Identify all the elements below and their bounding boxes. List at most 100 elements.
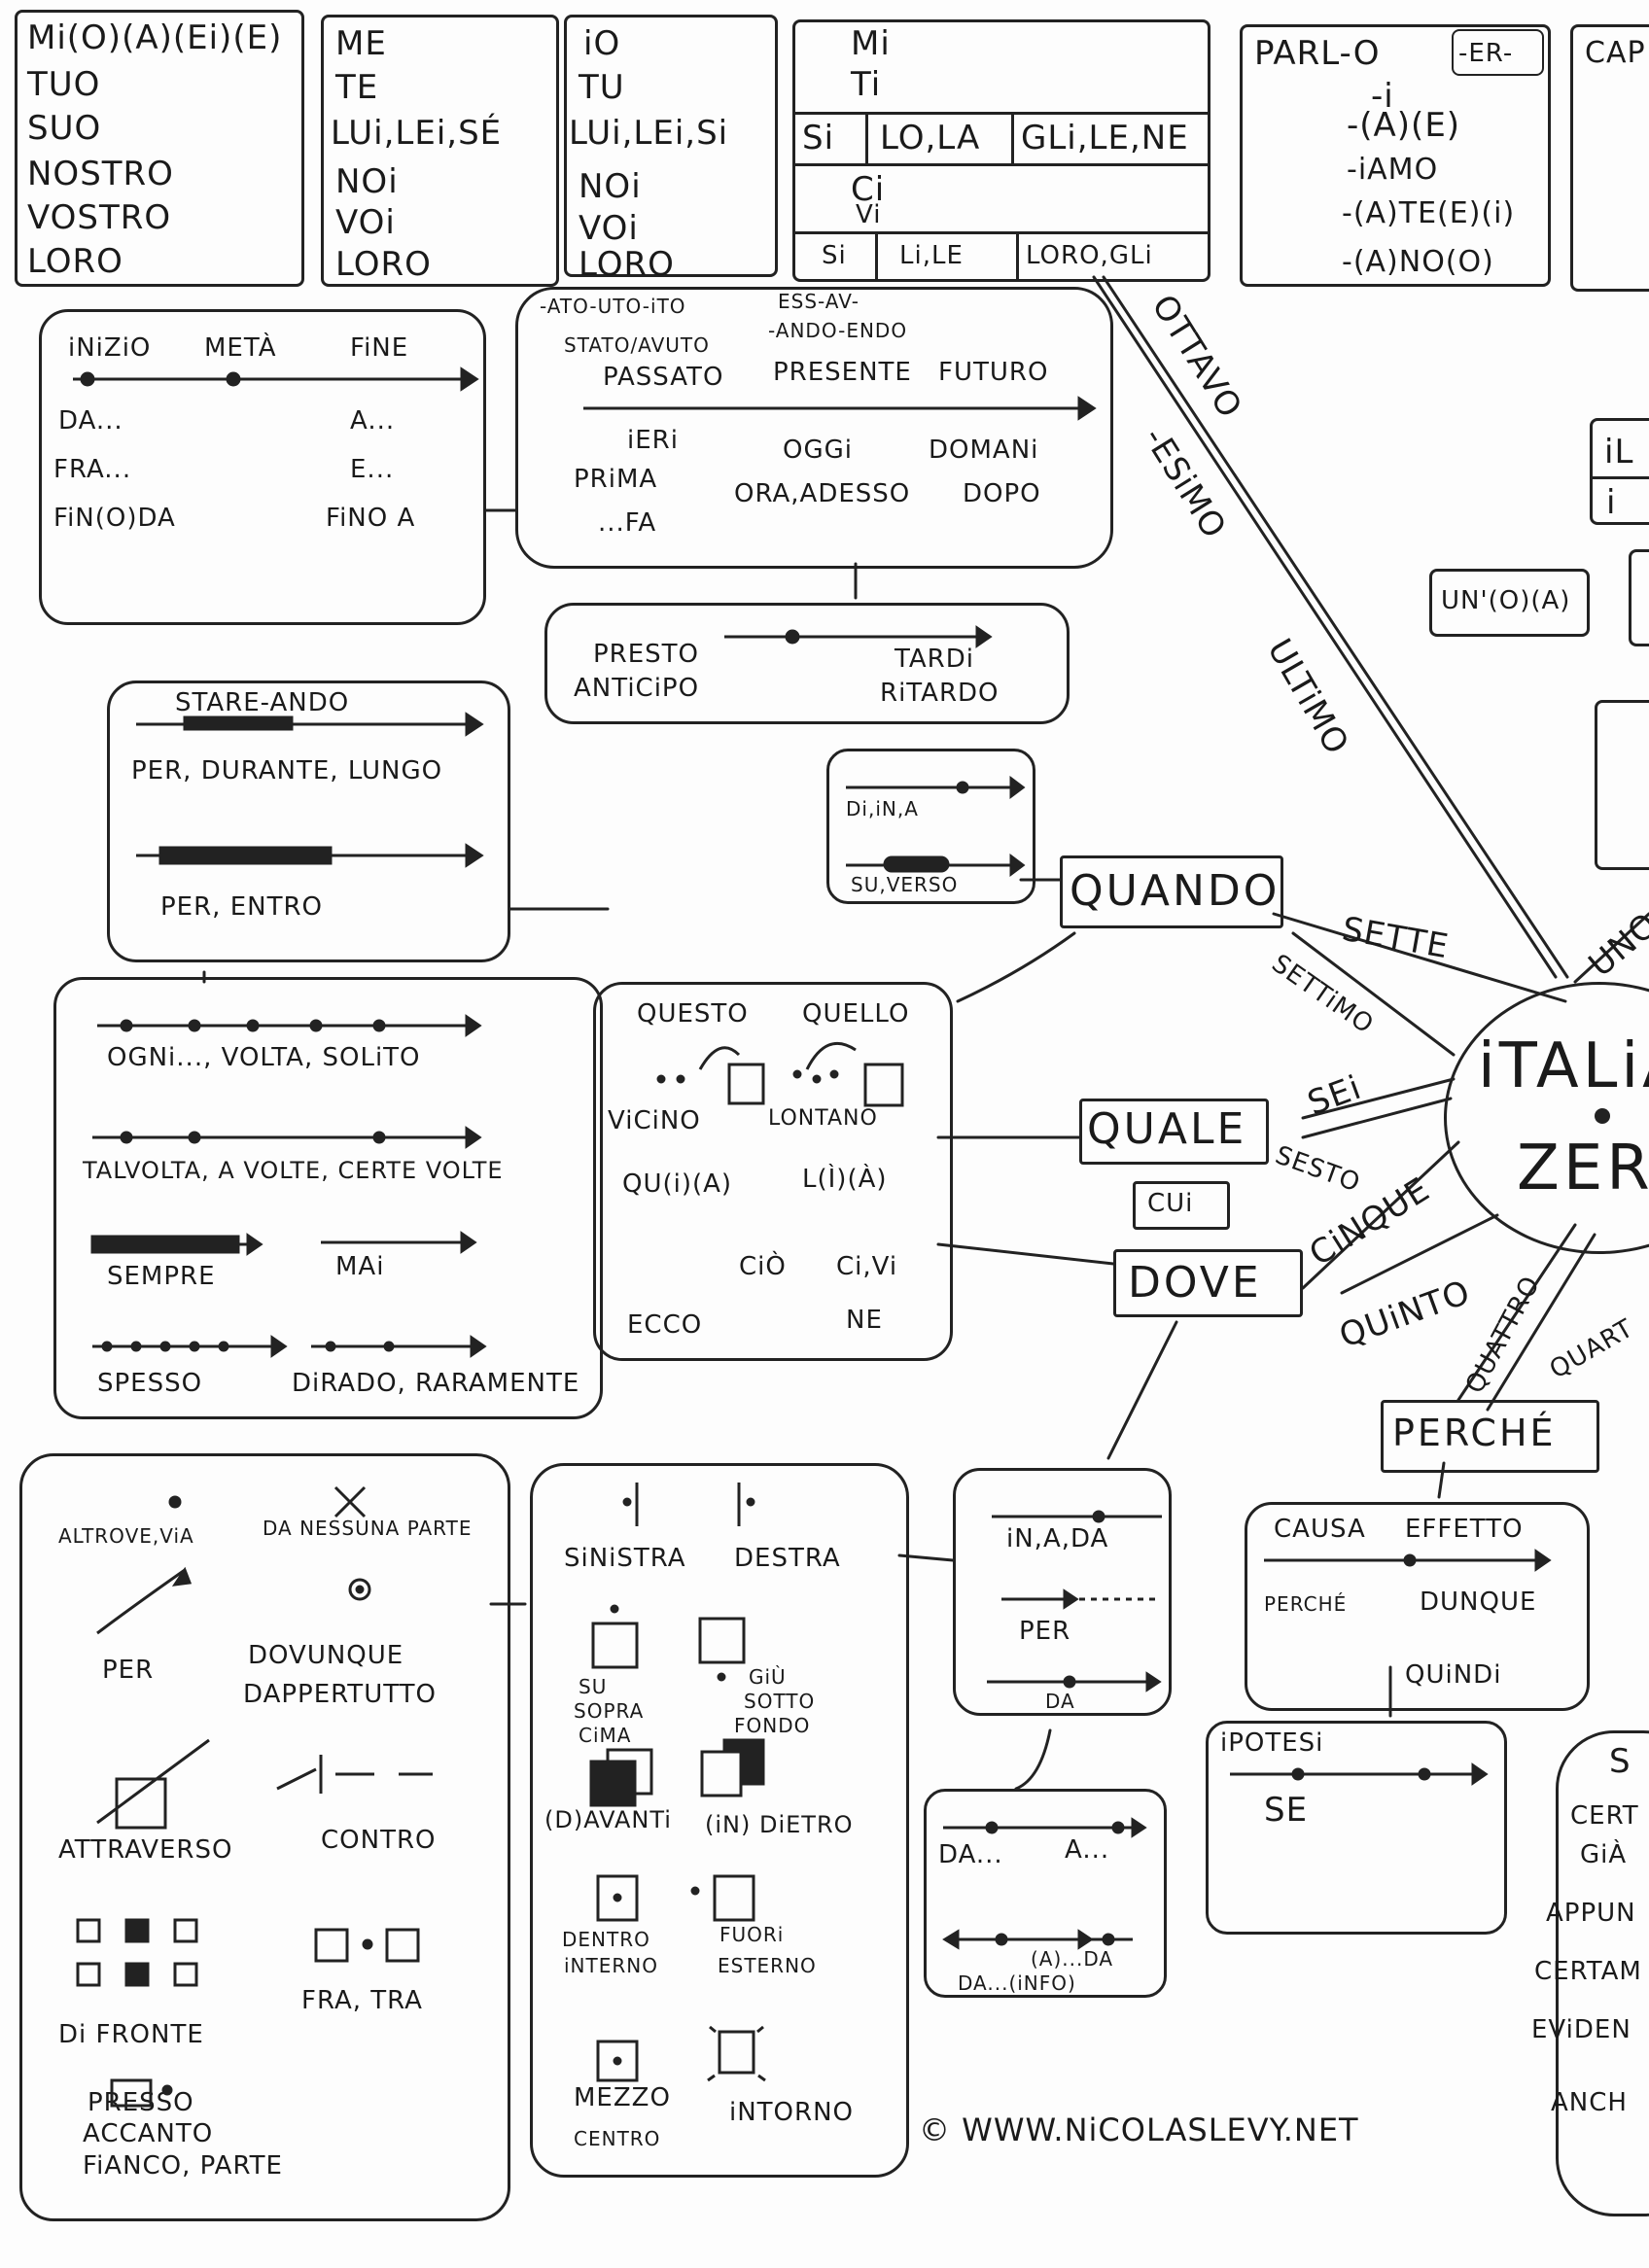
label-meta: METÀ xyxy=(204,333,277,363)
label-prima: PRiMA xyxy=(574,465,658,494)
adverb-certam: CERTAM xyxy=(1534,1957,1642,1986)
label-presto: PRESTO xyxy=(593,640,700,669)
label-destra: DESTRA xyxy=(734,1544,841,1573)
verb-ending: -(A)TE(E)(i) xyxy=(1342,196,1516,230)
possessive-pronouns-box xyxy=(15,10,304,287)
label-centro: CENTRO xyxy=(574,2127,661,2150)
di-in-box xyxy=(826,749,1035,904)
hub-dot xyxy=(1595,1108,1610,1124)
label-avanti: (D)AVANTi xyxy=(544,1806,672,1833)
pron3-line: LUi,LEi,Si xyxy=(569,114,729,153)
label-per-motion: PER xyxy=(1019,1617,1071,1646)
tense-box xyxy=(515,287,1113,569)
label-ci-vi: Ci,Vi xyxy=(836,1252,898,1281)
cause-effect-box xyxy=(1245,1502,1590,1711)
label-da: DA... xyxy=(58,406,123,436)
cut-box-label: CAP xyxy=(1585,36,1646,70)
label-da-nessuna-parte: DA NESSUNA PARTE xyxy=(263,1517,473,1540)
tense-gerund: -ANDO-ENDO xyxy=(768,319,908,342)
label-tardi: TARDi xyxy=(895,645,974,674)
spoke-sette xyxy=(1272,912,1567,1003)
label-attraverso: ATTRAVERSO xyxy=(58,1835,233,1865)
dove-box xyxy=(1113,1249,1303,1317)
label-fra-tra: FRA, TRA xyxy=(301,1986,423,2015)
label-dove: DOVE xyxy=(1128,1258,1262,1308)
label-se: SE xyxy=(1264,1791,1309,1830)
adverb-gia: GiÀ xyxy=(1580,1840,1628,1869)
demonstratives-box xyxy=(593,982,953,1361)
label-altrove: ALTROVE,ViA xyxy=(58,1524,194,1548)
adverb-cert: CERT xyxy=(1570,1801,1639,1831)
label-ritardo: RiTARDO xyxy=(880,679,1000,708)
pron1-line: NOSTRO xyxy=(27,155,174,193)
label-passato: PASSATO xyxy=(603,363,724,392)
duration-box xyxy=(107,680,510,962)
positions-box xyxy=(530,1463,909,2178)
verb-ending: -iAMO xyxy=(1347,153,1439,187)
pron2-line: VOi xyxy=(335,203,396,242)
time-range-box xyxy=(39,309,486,625)
verb-ending: -(A)NO(O) xyxy=(1342,245,1494,279)
pron3-line: TU xyxy=(579,68,625,107)
label-quale: QUALE xyxy=(1087,1104,1247,1154)
spoke-quattro2 xyxy=(1456,1223,1577,1402)
label-ieri: iERi xyxy=(627,426,679,455)
spoke-cinque xyxy=(1301,1140,1460,1290)
label-presso: PRESSO xyxy=(88,2088,194,2117)
label-cio: CiÒ xyxy=(739,1252,787,1281)
pron2-line: LORO xyxy=(335,245,432,284)
label-perche-causa: PERCHÉ xyxy=(1264,1592,1348,1616)
pron1-line: VOSTRO xyxy=(27,198,172,237)
label-per-entro: PER, ENTRO xyxy=(160,892,323,922)
label-fin-da: FiN(O)DA xyxy=(53,504,176,533)
label-spesso: SPESSO xyxy=(97,1369,203,1398)
clitic-ci: Ci xyxy=(851,170,886,209)
article-cut-box xyxy=(1629,549,1649,646)
places-box xyxy=(19,1453,510,2221)
pron1-line: TUO xyxy=(27,65,101,104)
pron1-line: SUO xyxy=(27,109,102,148)
label-oggi: OGGi xyxy=(783,436,853,465)
article-i: i xyxy=(1606,483,1617,522)
pron1-line: Mi(O)(A)(Ei)(E) xyxy=(27,18,283,57)
label-quando: QUANDO xyxy=(1070,866,1281,916)
label-anticipo: ANTiCiPO xyxy=(574,674,700,703)
pron2-line: TE xyxy=(335,68,379,107)
frequency-box xyxy=(53,977,603,1419)
da-a-box xyxy=(924,1789,1167,1998)
label-causa: CAUSA xyxy=(1274,1515,1366,1544)
pron1-line: LORO xyxy=(27,242,123,281)
label-sempre: SEMPRE xyxy=(107,1262,216,1291)
tense-aux: STATO/AVUTO xyxy=(564,333,710,357)
label-domani: DOMANi xyxy=(929,436,1039,465)
label-fuori: FUORi xyxy=(719,1923,785,1946)
clitic-mi: Mi xyxy=(851,24,891,63)
verb-tag: -ER- xyxy=(1458,39,1514,68)
tense-ess-av: ESS-AV- xyxy=(778,290,860,313)
cui-box xyxy=(1133,1181,1230,1230)
label-dunque: DUNQUE xyxy=(1420,1588,1537,1617)
pron2-line: ME xyxy=(335,24,387,63)
label-talvolta: TALVOLTA, A VOLTE, CERTE VOLTE xyxy=(83,1157,504,1184)
label-fino-a: FiNO A xyxy=(326,504,416,533)
pron3-line: VOi xyxy=(579,209,639,248)
copyright-text: © WWW.NiCOLASLEVY.NET xyxy=(919,2111,1359,2148)
perche-box xyxy=(1381,1400,1599,1473)
label-fianco: FiANCO, PARTE xyxy=(83,2151,283,2181)
motion-box xyxy=(953,1468,1172,1716)
label-ora-adesso: ORA,ADESSO xyxy=(734,479,911,508)
label-a-range: A... xyxy=(1065,1835,1110,1865)
pron2-line: NOi xyxy=(335,162,399,201)
label-dirado: DiRADO, RARAMENTE xyxy=(292,1369,580,1398)
label-dopo: DOPO xyxy=(963,479,1041,508)
label-quello: QUELLO xyxy=(802,999,910,1029)
clitic-pronouns-box xyxy=(792,19,1210,282)
clitic-lo-la: LO,LA xyxy=(880,119,981,157)
clitic-ti: Ti xyxy=(851,65,882,104)
label-a: A... xyxy=(350,406,396,436)
label-fine: FiNE xyxy=(350,333,409,363)
label-per-durante: PER, DURANTE, LUNGO xyxy=(131,756,443,785)
adverb-appun: APPUN xyxy=(1546,1899,1636,1928)
hypothesis-box xyxy=(1206,1721,1507,1935)
